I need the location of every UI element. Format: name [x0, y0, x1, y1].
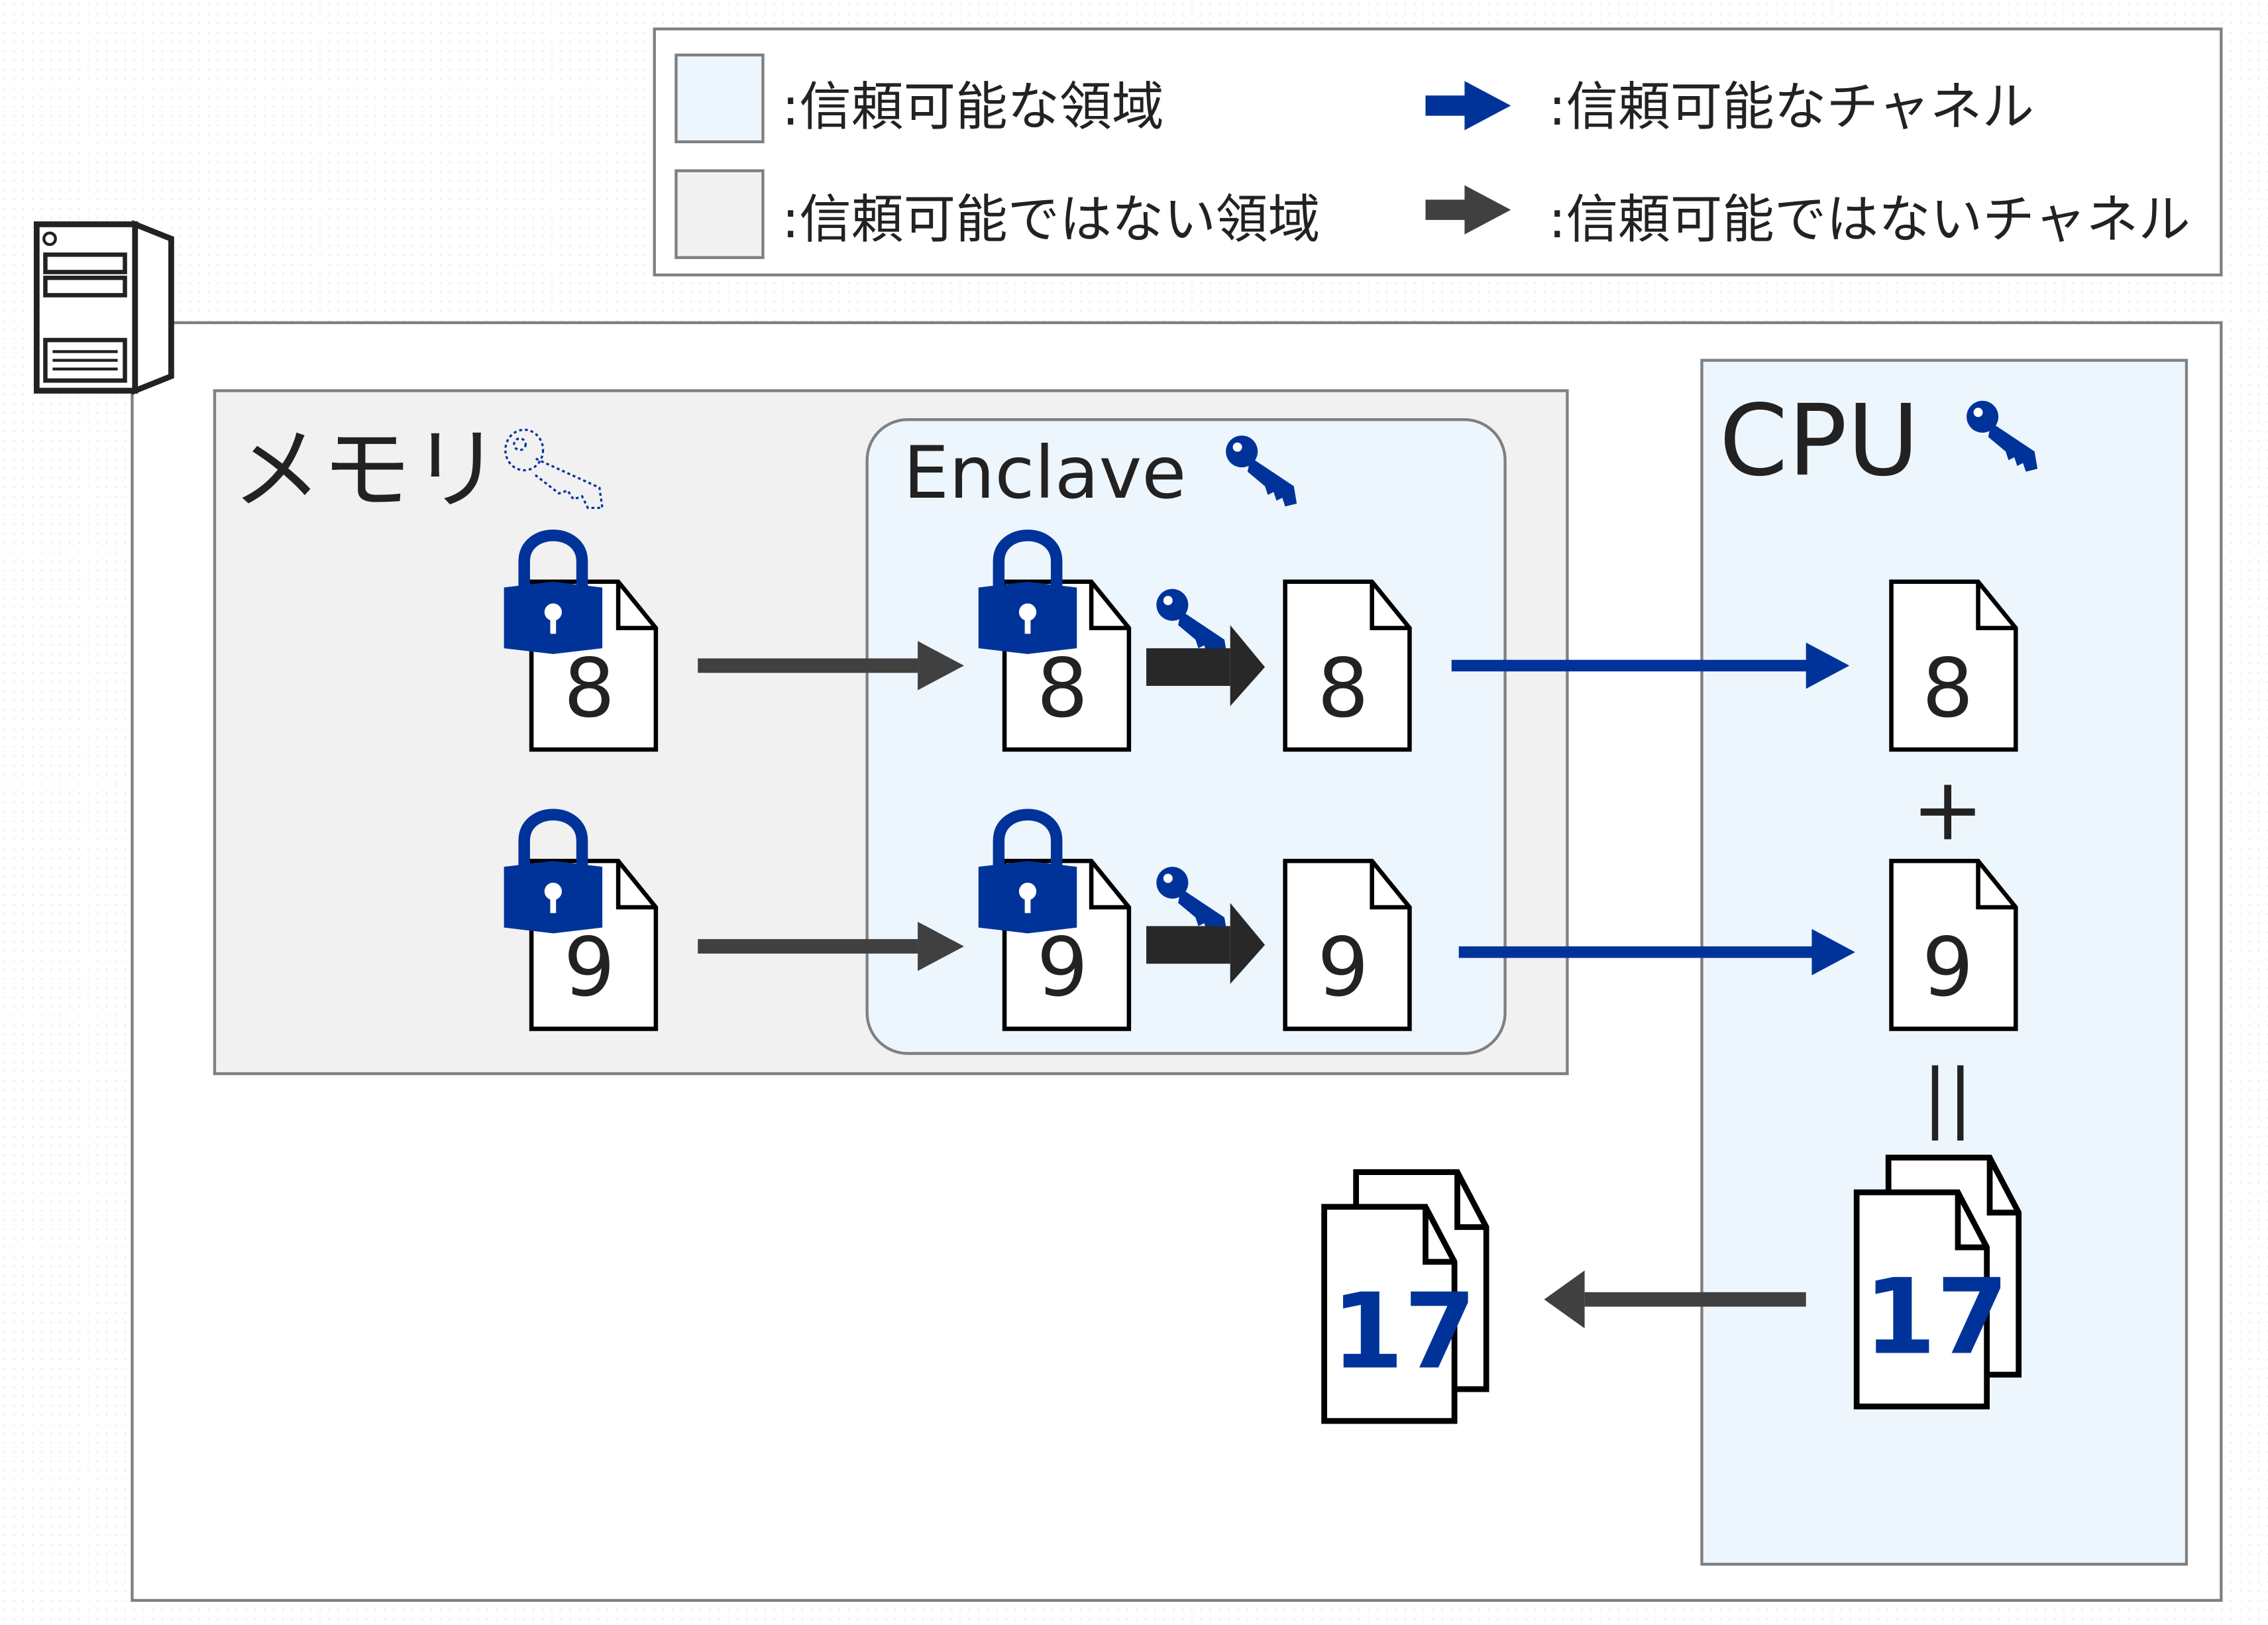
untrusted-key-icon [504, 428, 604, 510]
decrypt-arrow-9 [1146, 903, 1266, 984]
cpu-doc-8: 8 [1892, 582, 2016, 750]
legend-trusted-swatch [675, 53, 765, 144]
svg-text:8: 8 [564, 642, 616, 736]
enclave-label: Enclave [903, 431, 1186, 515]
legend-untrusted-arrow-icon [1425, 185, 1511, 235]
plus-sign: + [1912, 758, 1984, 860]
arrow-cpu-to-memory [1544, 1270, 1806, 1329]
svg-text:9: 9 [564, 921, 616, 1015]
enclave-encrypted-doc-9: 9 [979, 814, 1129, 1029]
svg-text:8: 8 [1317, 642, 1369, 736]
svg-text:9: 9 [1037, 921, 1089, 1015]
trusted-arrow-to-cpu-8 [1451, 642, 1850, 689]
legend-trusted-arrow-icon [1425, 81, 1511, 131]
memory-encrypted-doc-9: 9 [504, 814, 656, 1029]
svg-text:17: 17 [1864, 1257, 2009, 1378]
svg-text:8: 8 [1922, 642, 1974, 736]
svg-text:8: 8 [1037, 642, 1089, 736]
cpu-doc-9: 9 [1892, 861, 2016, 1029]
decrypt-arrow-8 [1146, 625, 1266, 706]
arrow-memory-to-enclave-9 [698, 921, 964, 972]
trusted-arrow-to-cpu-9 [1458, 928, 1855, 976]
enclave-plain-doc-8: 8 [1285, 582, 1410, 750]
enclave-encrypted-doc-8: 8 [979, 535, 1129, 750]
cpu-result-doc-17: 17 [1857, 1158, 2019, 1407]
memory-label: メモリ [232, 417, 501, 522]
server-icon [33, 219, 174, 395]
memory-encrypted-doc-8: 8 [504, 535, 656, 750]
legend-trusted-channel-label: :信頼可能なチャネル [1548, 76, 2034, 137]
cpu-label: CPU [1719, 384, 1919, 498]
output-result-doc-17: 17 [1324, 1172, 1487, 1422]
legend-box [653, 27, 2223, 277]
legend-untrusted-swatch [675, 169, 765, 259]
svg-text:9: 9 [1317, 921, 1369, 1015]
equals-sign: || [1922, 1053, 1973, 1141]
svg-text:9: 9 [1922, 921, 1974, 1015]
arrow-memory-to-enclave-8 [698, 641, 964, 691]
enclave-plain-doc-9: 9 [1285, 861, 1410, 1029]
legend-untrusted-area-label: :信頼可能ではない領域 [782, 189, 1320, 250]
legend-untrusted-channel-label: :信頼可能ではないチャネル [1548, 189, 2190, 250]
svg-text:17: 17 [1331, 1271, 1476, 1392]
legend-trusted-area-label: :信頼可能な領域 [782, 76, 1164, 137]
